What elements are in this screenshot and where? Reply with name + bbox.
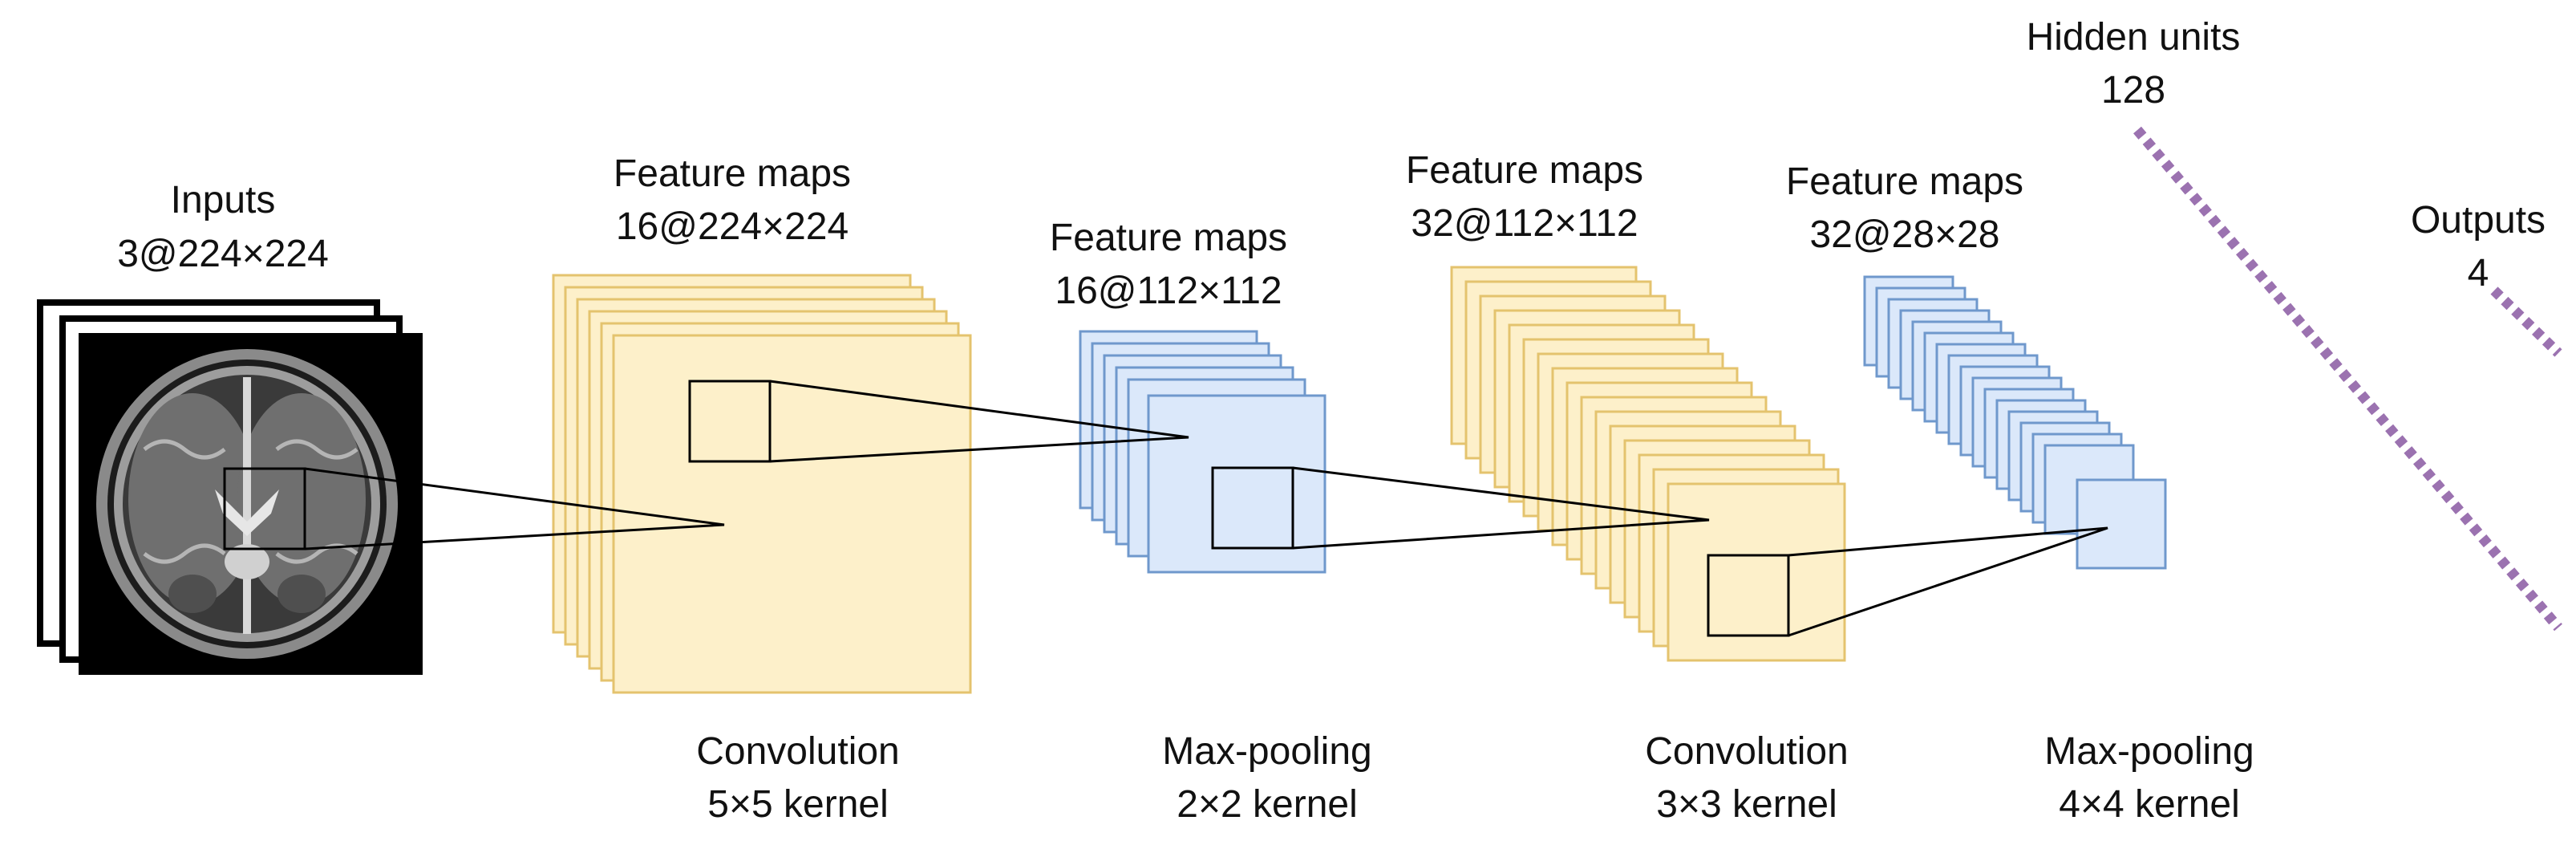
svg-text:Max-pooling: Max-pooling bbox=[2044, 730, 2254, 773]
fm1-receptive-field bbox=[688, 380, 772, 463]
svg-text:Hidden units: Hidden units bbox=[2027, 16, 2241, 59]
label-hidden-units: Hidden units 128 bbox=[2027, 16, 2241, 112]
label-feature-maps-4: Feature maps 32@28×28 bbox=[1786, 160, 2023, 256]
svg-text:4: 4 bbox=[2468, 252, 2489, 294]
svg-text:Feature maps: Feature maps bbox=[1786, 160, 2023, 203]
svg-text:32@112×112: 32@112×112 bbox=[1411, 202, 1638, 245]
svg-text:16@112×112: 16@112×112 bbox=[1055, 270, 1282, 312]
label-op-maxpool-1: Max-pooling 2×2 kernel bbox=[1162, 730, 1371, 826]
svg-text:Convolution: Convolution bbox=[696, 730, 900, 773]
feature-maps-3-stack bbox=[1450, 266, 1846, 662]
input-receptive-field bbox=[223, 467, 306, 550]
svg-text:4×4 kernel: 4×4 kernel bbox=[2059, 783, 2240, 826]
svg-text:Feature maps: Feature maps bbox=[1406, 149, 1643, 192]
svg-text:5×5 kernel: 5×5 kernel bbox=[707, 783, 889, 826]
fm2-receptive-field bbox=[1211, 466, 1294, 550]
input-stack bbox=[37, 299, 423, 675]
svg-text:Max-pooling: Max-pooling bbox=[1162, 730, 1371, 773]
outputs-layer bbox=[2490, 286, 2562, 357]
svg-text:Inputs: Inputs bbox=[171, 179, 276, 221]
svg-text:Convolution: Convolution bbox=[1645, 730, 1849, 773]
label-feature-maps-3: Feature maps 32@112×112 bbox=[1406, 149, 1643, 245]
svg-text:2×2 kernel: 2×2 kernel bbox=[1177, 783, 1358, 826]
svg-text:128: 128 bbox=[2101, 69, 2165, 112]
hidden-units-layer bbox=[2133, 126, 2562, 632]
svg-text:Outputs: Outputs bbox=[2411, 199, 2546, 242]
svg-text:32@28×28: 32@28×28 bbox=[1810, 213, 2000, 256]
label-op-maxpool-2: Max-pooling 4×4 kernel bbox=[2044, 730, 2254, 826]
brain-mri-image bbox=[80, 335, 421, 673]
feature-maps-2-stack bbox=[1079, 330, 1326, 574]
feature-maps-4-stack bbox=[1863, 275, 2167, 570]
svg-text:3×3 kernel: 3×3 kernel bbox=[1656, 783, 1837, 826]
svg-text:16@224×224: 16@224×224 bbox=[616, 205, 849, 248]
projection-lines bbox=[304, 380, 2108, 637]
label-outputs: Outputs 4 bbox=[2411, 199, 2546, 294]
label-op-convolution-1: Convolution 5×5 kernel bbox=[696, 730, 900, 826]
svg-text:Feature maps: Feature maps bbox=[614, 152, 851, 195]
svg-text:3@224×224: 3@224×224 bbox=[117, 233, 329, 275]
label-feature-maps-2: Feature maps 16@112×112 bbox=[1050, 217, 1287, 312]
label-op-convolution-2: Convolution 3×3 kernel bbox=[1645, 730, 1849, 826]
svg-text:Feature maps: Feature maps bbox=[1050, 217, 1287, 259]
fm3-receptive-field bbox=[1707, 554, 1790, 637]
label-inputs: Inputs 3@224×224 bbox=[117, 179, 329, 275]
label-feature-maps-1: Feature maps 16@224×224 bbox=[614, 152, 851, 248]
feature-maps-1-stack bbox=[552, 274, 972, 694]
